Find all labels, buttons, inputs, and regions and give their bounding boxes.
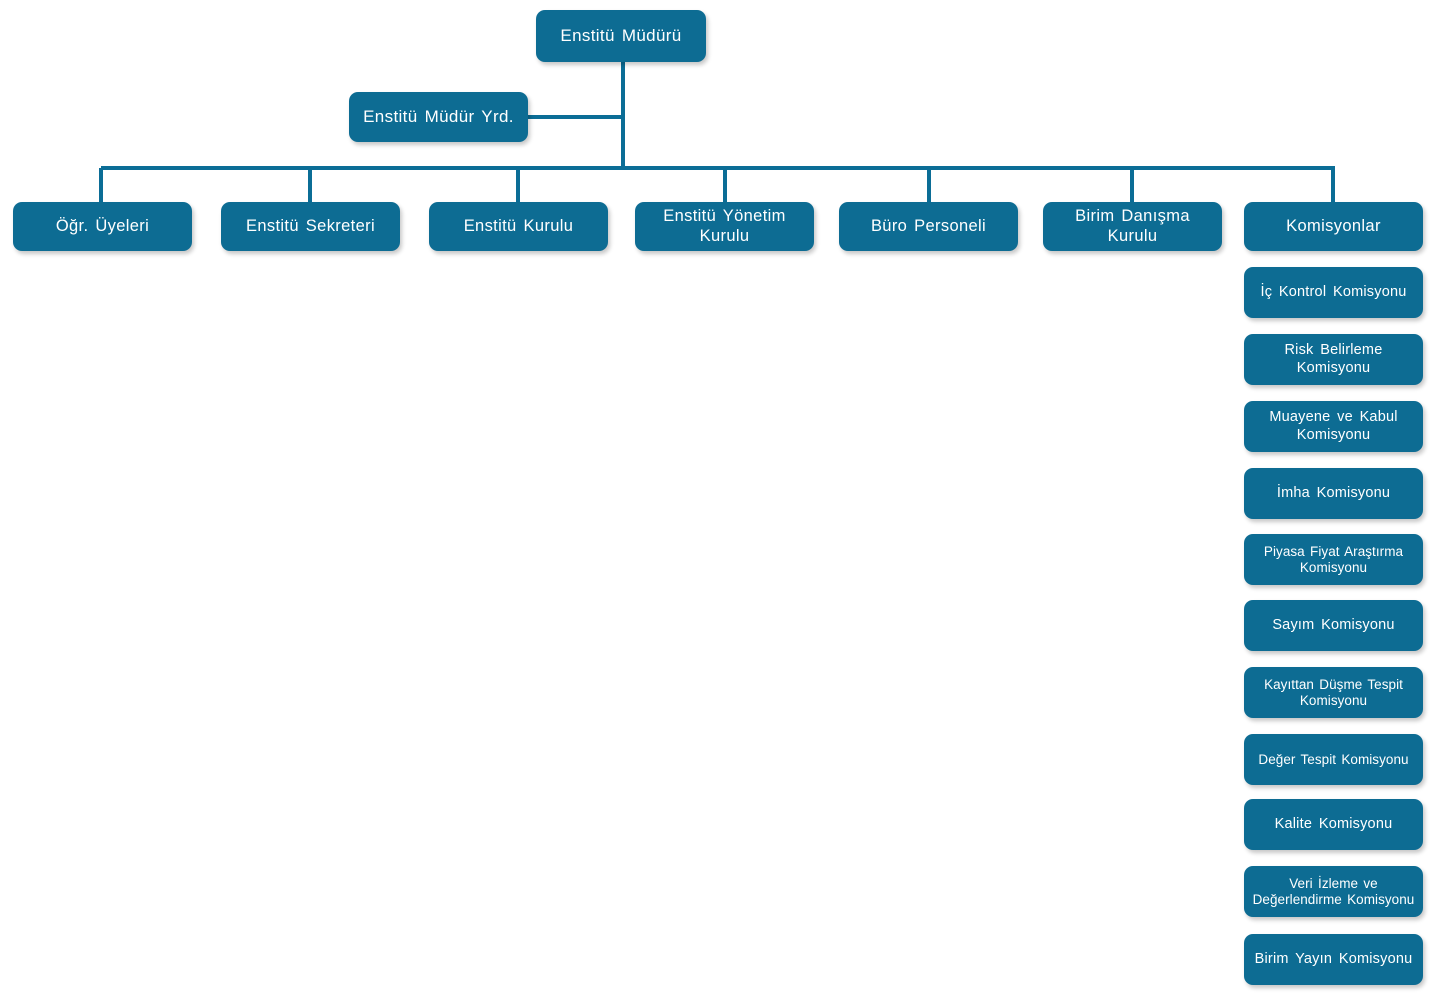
node-muayene-kabul-komisyonu[interactable]: Muayene ve Kabul Komisyonu: [1244, 401, 1423, 452]
node-kalite-komisyonu[interactable]: Kalite Komisyonu: [1244, 799, 1423, 850]
node-ic-kontrol-komisyonu-label: İç Kontrol Komisyonu: [1260, 283, 1407, 300]
node-deger-tespit-komisyonu[interactable]: Değer Tespit Komisyonu: [1244, 734, 1423, 785]
node-enstitu-sekreteri-label: Enstitü Sekreteri: [245, 216, 375, 235]
node-buro-personeli[interactable]: Büro Personeli: [839, 202, 1018, 251]
node-enstitu-yonetim-kurulu[interactable]: Enstitü Yönetim Kurulu: [635, 202, 814, 251]
node-enstitu-yonetim-kurulu-label: Enstitü Yönetim Kurulu: [663, 207, 786, 245]
node-director-label: Enstitü Müdürü: [560, 25, 682, 45]
node-director[interactable]: Enstitü Müdürü: [536, 10, 706, 62]
node-komisyonlar-label: Komisyonlar: [1286, 216, 1381, 235]
node-birim-yayin-komisyonu-label: Birim Yayın Komisyonu: [1254, 950, 1413, 967]
node-veri-izleme-degerlendirme-komisyonu[interactable]: Veri İzleme ve Değerlendirme Komisyonu: [1244, 866, 1423, 917]
node-birim-danisma-kurulu[interactable]: Birim Danışma Kurulu: [1043, 202, 1222, 251]
node-deputy-director-label: Enstitü Müdür Yrd.: [363, 106, 514, 126]
node-ogretim-uyeleri-label: Öğr. Üyeleri: [55, 216, 150, 235]
node-deger-tespit-komisyonu-label: Değer Tespit Komisyonu: [1258, 751, 1409, 767]
node-kalite-komisyonu-label: Kalite Komisyonu: [1274, 815, 1393, 832]
node-buro-personeli-label: Büro Personeli: [870, 216, 987, 235]
node-veri-izleme-degerlendirme-komisyonu-label: Veri İzleme ve Değerlendirme Komisyonu: [1252, 875, 1415, 907]
node-ogretim-uyeleri[interactable]: Öğr. Üyeleri: [13, 202, 192, 251]
node-sayim-komisyonu[interactable]: Sayım Komisyonu: [1244, 600, 1423, 651]
node-enstitu-kurulu-label: Enstitü Kurulu: [463, 216, 574, 235]
node-kayittan-dusme-tespit-komisyonu-label: Kayıttan Düşme Tespit Komisyonu: [1264, 676, 1403, 708]
node-muayene-kabul-komisyonu-label: Muayene ve Kabul Komisyonu: [1269, 409, 1398, 443]
node-imha-komisyonu[interactable]: İmha Komisyonu: [1244, 468, 1423, 519]
node-birim-danisma-kurulu-label: Birim Danışma Kurulu: [1075, 207, 1190, 245]
node-piyasa-fiyat-arastirma-komisyonu[interactable]: Piyasa Fiyat Araştırma Komisyonu: [1244, 534, 1423, 585]
node-enstitu-kurulu[interactable]: Enstitü Kurulu: [429, 202, 608, 251]
node-risk-belirleme-komisyonu-label: Risk Belirleme Komisyonu: [1284, 342, 1383, 376]
node-kayittan-dusme-tespit-komisyonu[interactable]: Kayıttan Düşme Tespit Komisyonu: [1244, 667, 1423, 718]
node-birim-yayin-komisyonu[interactable]: Birim Yayın Komisyonu: [1244, 934, 1423, 985]
node-ic-kontrol-komisyonu[interactable]: İç Kontrol Komisyonu: [1244, 267, 1423, 318]
node-sayim-komisyonu-label: Sayım Komisyonu: [1272, 616, 1395, 633]
node-komisyonlar[interactable]: Komisyonlar: [1244, 202, 1423, 251]
node-imha-komisyonu-label: İmha Komisyonu: [1276, 484, 1391, 501]
node-enstitu-sekreteri[interactable]: Enstitü Sekreteri: [221, 202, 400, 251]
node-deputy-director[interactable]: Enstitü Müdür Yrd.: [349, 92, 528, 142]
node-risk-belirleme-komisyonu[interactable]: Risk Belirleme Komisyonu: [1244, 334, 1423, 385]
node-piyasa-fiyat-arastirma-komisyonu-label: Piyasa Fiyat Araştırma Komisyonu: [1263, 543, 1404, 575]
